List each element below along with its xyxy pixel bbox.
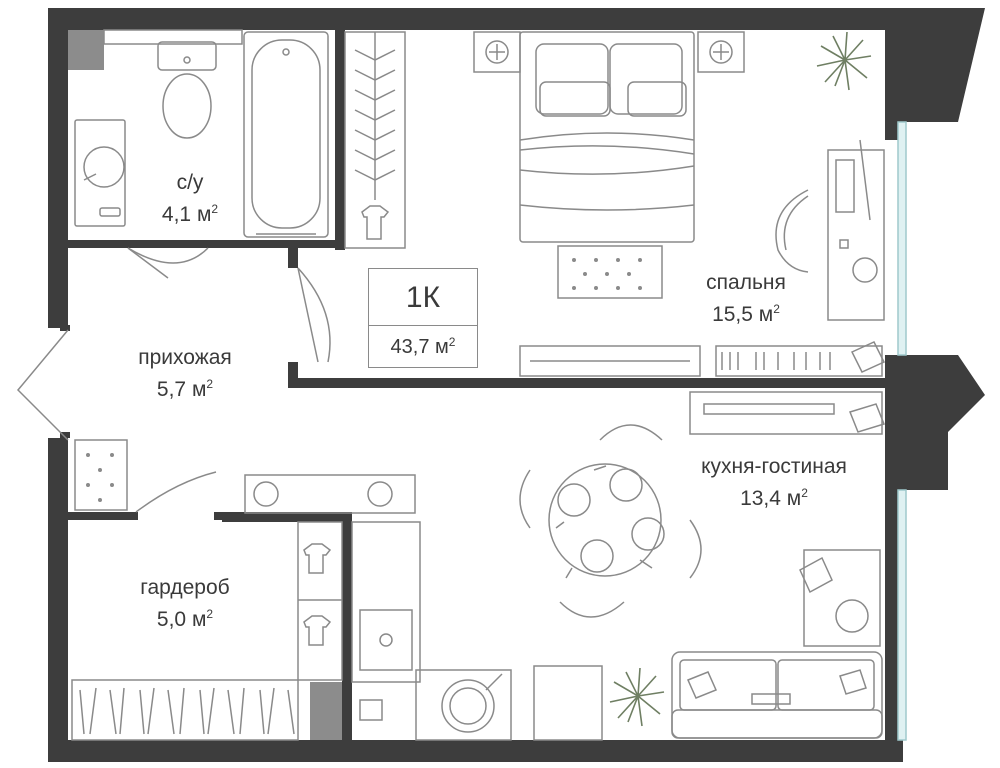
door-jamb-2 (208, 240, 216, 248)
bed (519, 31, 695, 243)
room-name: с/у (176, 171, 204, 194)
bedroom-rug (557, 245, 663, 299)
apartment-summary-box: 1К 43,7 м2 (368, 268, 478, 368)
nightstand-left (473, 31, 521, 73)
outer-wall-top-band (48, 8, 896, 30)
nightstand-right (697, 31, 745, 73)
door-jamb-3 (128, 512, 136, 520)
wall-bedroom-bottom (288, 378, 888, 388)
room-label-kitchen-living: кухня-гостиная 13,4 м2 (656, 454, 892, 512)
summary-divider (369, 325, 477, 326)
wall-hall-column (288, 248, 298, 268)
room-label-bathroom: с/у 4,1 м2 (140, 170, 240, 228)
room-name: гардероб (140, 576, 230, 599)
wardrobe-shelves (297, 521, 343, 681)
window-living (897, 489, 907, 741)
apartment-type: 1К (405, 281, 441, 314)
room-label-wardrobe: гардероб 5,0 м2 (110, 575, 260, 633)
rug-pattern (86, 258, 642, 502)
hallway-cabinet (244, 474, 416, 514)
room-area: 5,0 м2 (156, 607, 214, 631)
room-area: 5,7 м2 (156, 377, 214, 401)
ventilation-duct-2 (310, 682, 342, 740)
dining-table (548, 463, 665, 579)
outer-wall-corner-se (885, 355, 985, 760)
room-name: кухня-гостиная (701, 455, 847, 478)
outer-wall-corner-ne (885, 8, 985, 122)
bedroom-closet (344, 31, 406, 249)
wall-wardrobe-right (342, 512, 352, 744)
windows (897, 121, 907, 741)
kitchen-counter (351, 521, 603, 741)
apartment-total-area: 43,7 м2 (390, 335, 456, 358)
room-area: 13,4 м2 (740, 486, 808, 510)
wall-bathroom-right (335, 30, 345, 250)
room-name: прихожая (138, 346, 232, 369)
desk-chair (775, 189, 809, 273)
wall-bathroom-bottom (68, 240, 338, 248)
outer-wall-left-upper (48, 8, 68, 328)
ventilation-duct-1 (68, 30, 104, 70)
room-label-hallway: прихожая 5,7 м2 (110, 345, 260, 403)
outer-wall-left-lower (48, 438, 68, 760)
bedroom-shelf (519, 341, 886, 377)
wardrobe-rail (71, 679, 299, 741)
wall-wardrobe-top-left (68, 512, 138, 520)
door-jamb-1 (120, 240, 128, 248)
entry-jamb-bottom (60, 432, 70, 438)
toilet (157, 41, 217, 139)
plant-living (609, 667, 665, 727)
entry-rug (74, 439, 128, 511)
door-jamb-4 (214, 512, 222, 520)
tv-console (689, 391, 885, 435)
wall-wardrobe-top (222, 512, 347, 522)
window-bedroom (897, 121, 907, 356)
desk (827, 139, 885, 321)
wall-hall-right (288, 362, 298, 388)
room-area: 15,5 м2 (712, 302, 780, 326)
room-area: 4,1 м2 (161, 202, 219, 226)
room-name: спальня (706, 271, 786, 294)
plant-bedroom (816, 31, 872, 91)
sink (74, 119, 126, 227)
bathtub (243, 31, 329, 238)
entry-jamb-top (60, 325, 70, 331)
furniture (16, 29, 886, 741)
sofa (671, 651, 883, 739)
room-label-bedroom: спальня 15,5 м2 (678, 270, 814, 328)
outer-wall-bottom (48, 740, 903, 762)
bathroom-shelf (103, 29, 243, 45)
side-table (799, 549, 881, 647)
dining-chairs (519, 424, 702, 618)
walls (48, 8, 985, 762)
door-swings (16, 247, 331, 513)
